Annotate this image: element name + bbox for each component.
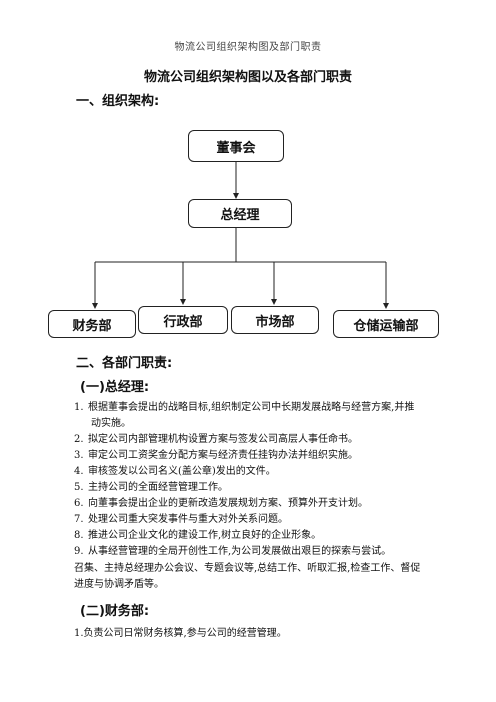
list-item: 8.推进公司企业文化的建设工作,树立良好的企业形象。 (74, 530, 322, 541)
org-box-market: 市场部 (231, 306, 319, 334)
list-item: 6.向董事会提出企业的更新改造发展规划方案、预算外开支计划。 (74, 498, 368, 509)
org-box-finance: 财务部 (48, 310, 136, 338)
subheading-finance: (二)财务部: (80, 604, 150, 619)
org-box-admin: 行政部 (138, 306, 228, 334)
list-item: 9.从事经营管理的全局开创性工作,为公司发展做出艰巨的探索与尝试。 (74, 546, 392, 557)
list-item: 3.审定公司工资奖金分配方案与经济责任挂钩办法并组织实施。 (74, 450, 358, 461)
running-header: 物流公司组织架构图及部门职责 (174, 42, 322, 53)
list-item: 5.主持公司的全面经营管理工作。 (74, 482, 228, 493)
paragraph-line: 进度与协调矛盾等。 (74, 579, 164, 590)
list-item: 2.拟定公司内部管理机构设置方案与签发公司高层人事任命书。 (74, 434, 358, 445)
list-item: 7.处理公司重大突发事件与重大对外关系问题。 (74, 514, 288, 525)
org-box-warehouse-transport: 仓储运输部 (333, 310, 439, 338)
list-item: 4.审核签发以公司名义(盖公章)发出的文件。 (74, 466, 276, 477)
section-heading-org-structure: 一、组织架构: (76, 94, 160, 109)
org-box-general-manager: 总经理 (188, 199, 292, 228)
paragraph-line: 召集、主持总经理办公会议、专题会议等,总结工作、听取汇报,检查工作、督促 (74, 563, 421, 574)
subheading-general-manager: (一)总经理: (80, 380, 150, 395)
section-heading-responsibilities: 二、各部门职责: (76, 356, 173, 371)
document-title: 物流公司组织架构图以及各部门职责 (143, 70, 352, 85)
org-box-board: 董事会 (188, 130, 284, 162)
list-item: 1.根据董事会提出的战略目标,组织制定公司中长期发展战略与经营方案,并推 动实施… (74, 402, 415, 429)
paragraph-line: 1.负责公司日常财务核算,参与公司的经营管理。 (74, 628, 287, 639)
